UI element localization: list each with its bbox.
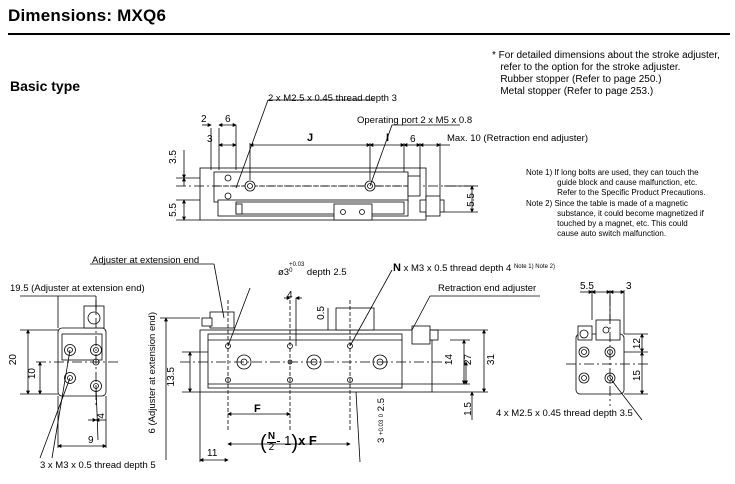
dim-31: 31 [486, 354, 497, 366]
phi3-tol-lower: 0 [289, 268, 293, 274]
title-underline [8, 33, 730, 35]
dim-3-right-end: 3 [626, 281, 632, 292]
dim-3-top: 3 [207, 134, 213, 145]
adjuster-ext-19-5-label: 19.5 (Adjuster at extension end) [10, 283, 145, 294]
n-thread-label: N x M3 x 0.5 thread depth 4 Note 1) Note… [393, 262, 555, 275]
dim-13-5: 13.5 [166, 367, 177, 387]
front-view [90, 263, 540, 463]
depth-3-label: 3 +0.03 0 2.5 [376, 398, 387, 443]
page-title: Dimensions: MXQ6 [8, 6, 167, 25]
operating-port-label: Operating port 2 x M5 x 0.8 [357, 115, 473, 126]
dim-0-5: 0.5 [316, 306, 327, 320]
n-thread-n: N [393, 262, 401, 274]
depth-tol-upper: +0.03 [379, 419, 385, 436]
dim-11: 11 [207, 448, 218, 459]
max10-label: Max. 10 (Retraction end adjuster) [447, 133, 588, 144]
phi3-text: ø3 [278, 267, 290, 278]
dim-5-5-left: 5.5 [168, 203, 179, 217]
top-view [176, 99, 478, 221]
phi3-depth: depth 2.5 [306, 267, 347, 278]
depth-tol-lower: 0 [379, 413, 385, 418]
dim-6-top: 6 [225, 114, 231, 125]
adjuster-ext-side-label: 6 (Adjuster at extension end) [147, 312, 158, 434]
top-thread-label: 2 x M2.5 x 0.45 thread depth 3 [268, 93, 397, 104]
note-2: Note 2) Since the table is made of a mag… [526, 199, 704, 238]
dim-12: 12 [632, 338, 643, 350]
retraction-adj-label: Retraction end adjuster [438, 283, 537, 294]
dim-9: 9 [88, 435, 94, 446]
dim-14: 14 [444, 354, 455, 366]
adjuster-ext-label: Adjuster at extension end [92, 255, 200, 266]
dim-3-5: 3.5 [168, 150, 179, 164]
dim-4-left: 4 [96, 413, 107, 419]
right-end-view [566, 290, 650, 421]
dim-10: 10 [27, 368, 38, 380]
bottom-left-thread-label: 3 x M3 x 0.5 thread depth 5 [40, 460, 156, 471]
dim-27: 27 [463, 354, 474, 366]
depth-3-text: 3 [376, 437, 387, 443]
dim-i: I [386, 132, 390, 144]
section-title: Basic type [10, 78, 81, 94]
dim-5-5-right-end: 5.5 [580, 281, 594, 292]
stroke-adjuster-note: * For detailed dimensions about the stro… [492, 50, 720, 97]
note-1: Note 1) If long bolts are used, they can… [526, 168, 706, 197]
depth-2-5-text: 2.5 [376, 398, 387, 412]
dim-5-5-right: 5.5 [466, 193, 477, 207]
dim-1-5: 1.5 [463, 402, 474, 416]
left-end-view [20, 295, 120, 459]
formula-2: 2 [266, 442, 277, 453]
dim-j: J [307, 132, 314, 144]
phi3-tol-upper: +0.03 [289, 262, 305, 268]
n-thread-notes: Note 1) Note 2) [513, 264, 555, 270]
dim-2: 2 [201, 114, 207, 125]
bottom-right-thread-label: 4 x M2.5 x 0.45 thread depth 3.5 [496, 408, 633, 419]
dim-20: 20 [8, 354, 19, 366]
dim-15: 15 [632, 370, 643, 382]
dim-f: F [254, 403, 261, 415]
n-thread-text: x M3 x 0.5 thread depth 4 [403, 263, 512, 274]
dim-6-top-b: 6 [410, 134, 416, 145]
dim-4-front: 4 [287, 290, 293, 301]
formula-n: N [267, 431, 276, 442]
formula-minus: - 1 [276, 433, 292, 448]
formula-f: x F [298, 433, 317, 448]
